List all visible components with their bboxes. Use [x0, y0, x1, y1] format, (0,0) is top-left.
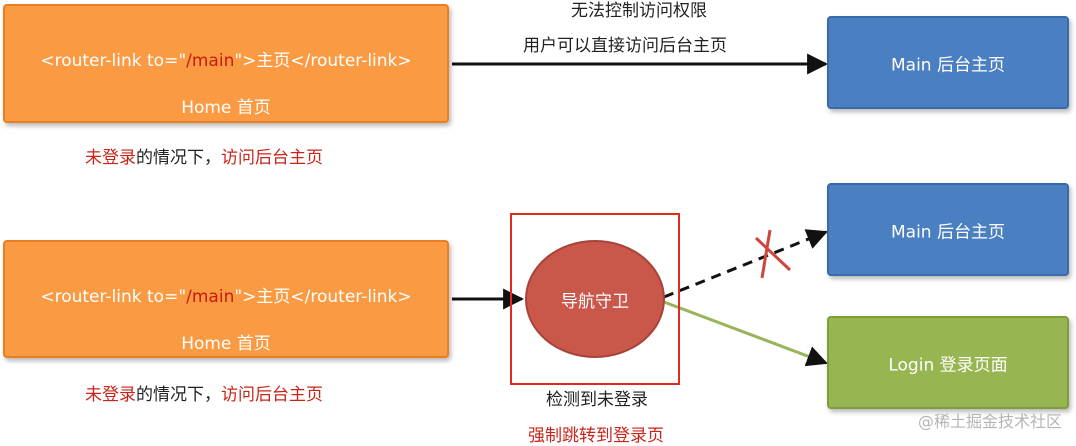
bottom-status-caption: 未登录的情况下，访问后台主页	[85, 385, 323, 405]
navigation-guard-label: 导航守卫	[561, 291, 629, 312]
top-arrow-label-line1: 无法控制访问权限	[571, 1, 707, 21]
top-arrow-label-line2: 用户可以直接访问后台主页	[523, 36, 727, 56]
blocked-cross-icon	[754, 229, 792, 279]
bottom-main-target-box[interactable]: Main 后台主页	[827, 183, 1069, 276]
blocked-dashed-arrow	[663, 229, 828, 299]
login-page-box[interactable]: Login 登录页面	[827, 316, 1069, 409]
redirect-arrow	[663, 300, 828, 367]
top-main-target-box[interactable]: Main 后台主页	[827, 16, 1069, 109]
bottom-home-label: Home 首页	[181, 334, 271, 354]
navigation-guard-node[interactable]: 导航守卫	[525, 240, 665, 358]
top-status-caption: 未登录的情况下，访问后台主页	[85, 148, 323, 168]
guard-caption-redirect: 强制跳转到登录页	[528, 426, 664, 446]
watermark-text: @稀土掘金技术社区	[917, 412, 1062, 431]
bottom-main-target-label: Main 后台主页	[891, 222, 1005, 242]
guard-highlight-frame	[510, 213, 680, 385]
login-page-label: Login 登录页面	[888, 355, 1008, 375]
guard-caption-detect: 检测到未登录	[546, 390, 648, 410]
top-home-label: Home 首页	[181, 98, 271, 118]
top-router-link-box[interactable]: <router-link to="/main">主页</router-link>…	[3, 4, 449, 123]
top-router-link-code: <router-link to="/main">主页</router-link>	[40, 51, 412, 71]
bottom-router-link-box[interactable]: <router-link to="/main">主页</router-link>…	[3, 240, 449, 358]
bottom-router-link-code: <router-link to="/main">主页</router-link>	[40, 287, 412, 307]
top-main-target-label: Main 后台主页	[891, 55, 1005, 75]
